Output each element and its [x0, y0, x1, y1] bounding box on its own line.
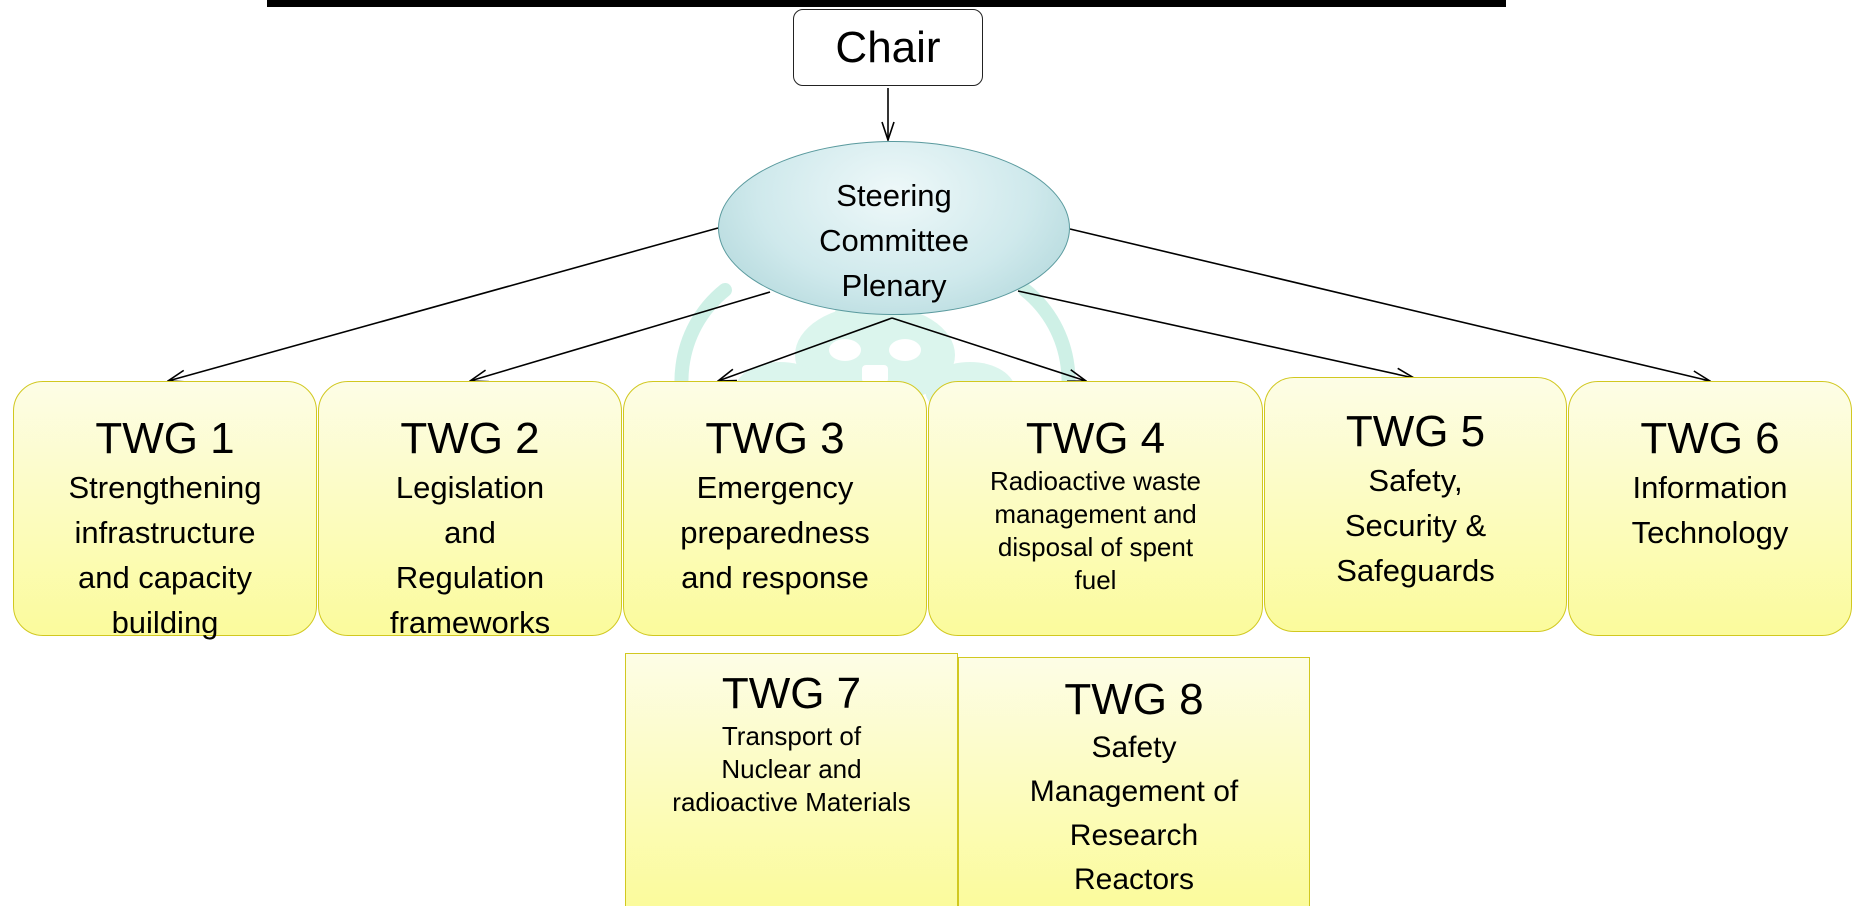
twg-8-box: TWG 8 Safety Management of Research Reac…: [958, 657, 1310, 906]
twg-5-desc-line: Safeguards: [1336, 553, 1495, 588]
twg-2-desc-line: and: [444, 515, 496, 550]
twg-3-desc-line: and response: [681, 560, 869, 595]
twg-6-desc-line: Information: [1632, 470, 1788, 505]
twg-2-desc-line: Legislation: [395, 470, 545, 505]
twg-7-desc-line: Nuclear and: [721, 754, 862, 784]
twg-1-title: TWG 1: [95, 414, 235, 463]
steering-line-2: Committee: [819, 223, 969, 258]
twg-8-desc-line: Research: [1069, 819, 1199, 852]
twg-3-title: TWG 3: [705, 414, 845, 463]
twg-8-desc-line: Safety: [1091, 731, 1177, 764]
top-banner-bar: [267, 0, 1506, 7]
twg-2-desc-line: frameworks: [389, 605, 551, 640]
twg-1-desc-line: Strengthening: [68, 470, 262, 505]
steering-line-1: Steering: [836, 178, 952, 213]
chair-label: Chair: [835, 22, 941, 72]
twg-1-desc-line: building: [111, 605, 219, 640]
twg-8-title: TWG 8: [1064, 675, 1204, 724]
twg-4-desc-line: disposal of spent: [997, 532, 1194, 562]
twg-7-box: TWG 7 Transport of Nuclear and radioacti…: [625, 653, 958, 906]
twg-3-desc-line: Emergency: [696, 470, 854, 505]
twg-7-title: TWG 7: [721, 669, 862, 718]
chair-box: Chair: [793, 9, 983, 86]
twg-1-desc-line: infrastructure: [74, 515, 256, 550]
twg-4-title: TWG 4: [1025, 414, 1166, 463]
twg-2-box: TWG 2 Legislation and Regulation framewo…: [318, 381, 622, 640]
twg-8-desc-line: Management of: [1029, 775, 1239, 808]
twg-4-desc-line: management and: [994, 499, 1197, 529]
twg-5-desc-line: Security &: [1344, 508, 1487, 543]
twg-8-desc-line: Reactors: [1073, 863, 1195, 896]
twg-7-desc-line: Transport of: [721, 721, 862, 751]
arrow-to-twg-6: [1069, 228, 1710, 381]
twg-6-title: TWG 6: [1640, 414, 1780, 463]
twg-6-box: TWG 6 Information Technology: [1568, 381, 1852, 636]
twg-5-desc-line: Safety,: [1368, 463, 1463, 498]
twg-4-desc-line: Radioactive waste: [990, 466, 1201, 496]
twg-2-desc-line: Regulation: [395, 560, 545, 595]
twg-1-box: TWG 1 Strengthening infrastructure and c…: [13, 381, 317, 640]
steering-committee-label: Steering Committee Plenary: [718, 173, 1070, 308]
twg-7-desc-line: radioactive Materials: [672, 787, 911, 817]
steering-committee-node: [718, 141, 1070, 315]
twg-3-box: TWG 3 Emergency preparedness and respons…: [623, 381, 927, 636]
steering-line-3: Plenary: [841, 268, 947, 303]
twg-1-desc-line: and capacity: [77, 560, 253, 595]
twg-2-title: TWG 2: [400, 414, 540, 463]
twg-5-box: TWG 5 Safety, Security & Safeguards: [1264, 377, 1567, 632]
twg-6-desc-line: Technology: [1631, 515, 1789, 550]
twg-5-title: TWG 5: [1345, 407, 1486, 456]
twg-4-box: TWG 4 Radioactive waste management and d…: [928, 381, 1263, 636]
twg-4-desc-line: fuel: [1074, 565, 1117, 595]
twg-3-desc-line: preparedness: [680, 515, 870, 550]
